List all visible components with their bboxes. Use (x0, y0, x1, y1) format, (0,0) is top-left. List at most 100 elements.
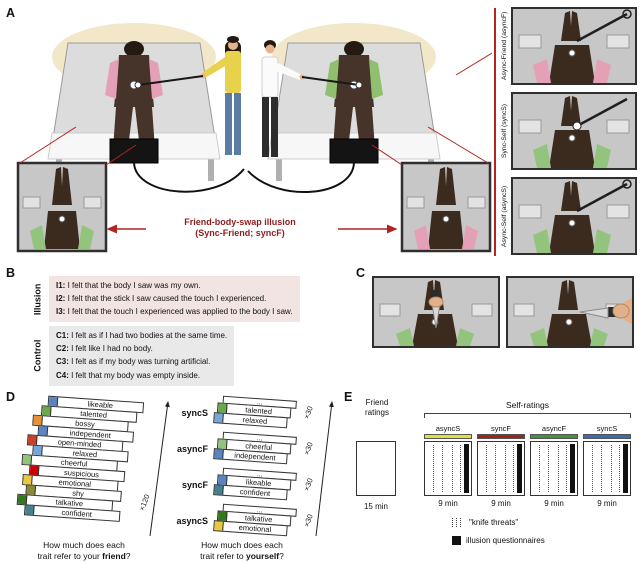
timeline-syncS: syncS 9 min (583, 424, 631, 508)
knife-threat-image-2 (506, 276, 634, 348)
condition-duration: 9 min (597, 499, 617, 508)
control-group: Control C1: I felt as if I had two bodie… (30, 326, 300, 386)
condition-name: syncS (596, 424, 618, 433)
knife-threat-drawing (374, 278, 498, 346)
pov-panel-sync-self: Sync-Self (syncS) (500, 92, 637, 170)
questionnaire-bar (623, 444, 628, 493)
self-ratings-bracket (424, 413, 631, 418)
condition-color-bar (424, 434, 472, 439)
panel-a-label: A (6, 6, 16, 20)
caption-line1: Friend-body-swap illusion (184, 217, 296, 227)
pov-panel-label: Sync-Self (syncS) (501, 104, 509, 159)
condition-color-bar (530, 434, 578, 439)
panel-a-caption: Friend-body-swap illusion (Sync-Friend; … (150, 217, 330, 240)
condition-name: asyncF (541, 424, 567, 433)
red-connector-lines (19, 52, 492, 166)
self-stack-syncF: syncF ... likeable confident ×30 (170, 467, 315, 501)
questionnaire-bar (517, 444, 522, 493)
stack-multiplier: ×30 (301, 476, 315, 493)
baseline-box (356, 441, 396, 496)
pov-drawing (513, 94, 635, 168)
knife-threat-image-1 (372, 276, 500, 348)
pov-panels-column: Async-Friend (asyncF) (500, 7, 637, 262)
red-bracket-line (494, 8, 496, 256)
stack-multiplier: ×30 (301, 404, 315, 421)
panel-e-label: E (344, 390, 353, 404)
arrow-up-icon (149, 401, 170, 537)
self-stack-asyncF: asyncF ... cheerful independent ×30 (170, 431, 315, 465)
arrow-up-icon (315, 401, 334, 537)
body-swap-scene (16, 23, 492, 253)
questionnaire-bar (570, 444, 575, 493)
condition-name: syncF (490, 424, 511, 433)
condition-label: asyncS (176, 515, 208, 526)
condition-name: asyncS (435, 424, 461, 433)
condition-block (530, 441, 578, 496)
friend-stack-caption: How much does each trait refer to your f… (37, 540, 131, 562)
self-stack-asyncS: asyncS ... talkative emotional ×30 (170, 503, 315, 537)
condition-block (477, 441, 525, 496)
experimenter-man (261, 40, 305, 157)
stack-multiplier: ×30 (301, 440, 315, 457)
questionnaire-item: C4: I felt that my body was empty inside… (56, 370, 201, 380)
questionnaire-bar (464, 444, 469, 493)
friend-ratings-header: Friend ratings (364, 398, 389, 417)
knife-icon (579, 298, 632, 324)
condition-duration: 9 min (544, 499, 564, 508)
timeline-syncF: syncF 9 min (477, 424, 525, 508)
panel-c-label: C (356, 266, 366, 280)
self-ratings-header: Self-ratings (506, 400, 549, 410)
illusion-questionnaire-icon (452, 536, 461, 545)
questionnaire-item: C1: I felt as if I had two bodies at the… (56, 330, 228, 340)
equipment-boxes (109, 138, 379, 194)
stick-icon-left (134, 75, 204, 89)
baseline-duration: 15 min (363, 502, 388, 511)
friend-trait-stack: likeable talented bossy independent open… (16, 395, 145, 523)
panel-d-label: D (6, 390, 16, 404)
illusion-group-label: Illusion (32, 283, 43, 315)
condition-label: asyncF (176, 443, 208, 454)
condition-label: syncS (181, 407, 208, 418)
questionnaire-item: C3: I felt as if my body was turning art… (56, 357, 211, 367)
stick-icon-right (301, 76, 363, 89)
pov-drawing (513, 179, 635, 253)
condition-block (583, 441, 631, 496)
timeline-asyncS: asyncS 9 min (424, 424, 472, 508)
condition-color-bar (477, 434, 525, 439)
pov-inset-left (16, 161, 108, 253)
condition-label: syncF (181, 479, 208, 490)
questionnaire-table: Illusion I1: I felt that the body I saw … (30, 276, 300, 390)
experimenter-woman (200, 36, 241, 155)
questionnaire-item: C2: I felt like I had no body. (56, 344, 153, 354)
pov-panel-label: Async-Friend (asyncF) (501, 11, 509, 81)
stick-icon (576, 179, 632, 213)
condition-duration: 9 min (438, 499, 458, 508)
self-stack-syncS: syncS ... talented relaxed ×30 (170, 395, 315, 429)
stick-icon (572, 97, 628, 131)
stick-icon (576, 9, 632, 43)
condition-block (424, 441, 472, 496)
pov-panel-label: Async-Self (asyncS) (501, 185, 509, 247)
questionnaire-item: I1: I felt that the body I saw was my ow… (56, 280, 201, 290)
knife-threats-icon (452, 518, 464, 528)
knife-icon (428, 290, 444, 329)
stack-arrows (149, 401, 334, 537)
legend-questionnaires: illusion questionnaires (452, 536, 545, 545)
legend-knife-threats: "knife threats" (452, 518, 518, 528)
pov-panel-async-self: Async-Self (asyncS) (500, 177, 637, 255)
questionnaire-item: I3: I felt that the touch I experienced … (56, 307, 293, 317)
self-stack-caption: How much does each trait refer to yourse… (200, 540, 284, 562)
knife-threat-drawing (508, 278, 632, 346)
illusion-group: Illusion I1: I felt that the body I saw … (30, 276, 300, 323)
pov-drawing (513, 9, 635, 83)
condition-duration: 9 min (491, 499, 511, 508)
condition-color-bar (583, 434, 631, 439)
stack-multiplier: ×30 (301, 512, 315, 529)
questionnaire-item: I2: I felt that the stick I saw caused t… (56, 293, 267, 303)
caption-line2: (Sync-Friend; syncF) (195, 228, 285, 239)
panel-b-label: B (6, 266, 16, 280)
timeline-asyncF: asyncF 9 min (530, 424, 578, 508)
pov-inset-right (400, 161, 492, 253)
control-group-label: Control (32, 339, 43, 372)
